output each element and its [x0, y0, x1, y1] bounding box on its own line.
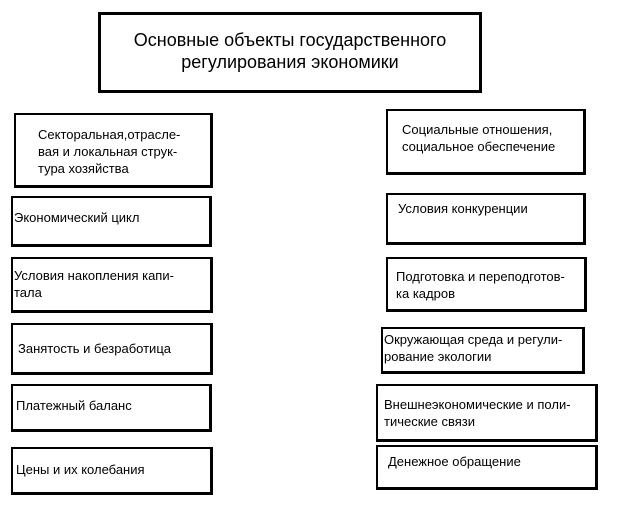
left-box-employment: Занятость и безработица: [11, 323, 213, 375]
right-box-environment: Окружающая среда и регули- рование эколо…: [381, 327, 585, 374]
left-box-balance-of-payments: Платежный баланс: [11, 384, 212, 432]
right-box-label: Окружающая среда и регули- рование эколо…: [384, 332, 563, 364]
right-box-label: Социальные отношения, социальное обеспеч…: [402, 122, 556, 154]
right-box-competition: Условия конкуренции: [386, 193, 586, 245]
left-box-sectoral-structure: Секторальная,отрасле- вая и локальная ст…: [14, 113, 213, 188]
right-box-label: Подготовка и переподготов- ка кадров: [396, 269, 565, 301]
left-box-prices: Цены и их колебания: [11, 447, 213, 495]
title-text: Основные объекты государственного регули…: [133, 30, 447, 72]
left-box-label: Секторальная,отрасле- вая и локальная ст…: [38, 127, 181, 176]
right-box-label: Внешнеэкономические и поли- тические свя…: [384, 397, 571, 429]
right-box-label: Денежное обращение: [388, 454, 521, 469]
left-box-label: Экономический цикл: [14, 210, 140, 225]
right-box-social-relations: Социальные отношения, социальное обеспеч…: [386, 109, 586, 175]
left-box-label: Платежный баланс: [16, 398, 132, 413]
right-box-personnel-training: Подготовка и переподготов- ка кадров: [386, 257, 587, 312]
left-box-label: Занятость и безработица: [18, 341, 171, 356]
right-box-money-circulation: Денежное обращение: [376, 445, 598, 490]
left-box-label: Условия накопления капи- тала: [14, 268, 174, 300]
left-box-label: Цены и их колебания: [16, 462, 145, 477]
left-box-economic-cycle: Экономический цикл: [11, 196, 212, 247]
right-box-foreign-relations: Внешнеэкономические и поли- тические свя…: [376, 384, 598, 442]
right-box-label: Условия конкуренции: [398, 201, 528, 216]
title-box: Основные объекты государственного регули…: [98, 12, 482, 93]
left-box-capital-accumulation: Условия накопления капи- тала: [11, 257, 213, 313]
